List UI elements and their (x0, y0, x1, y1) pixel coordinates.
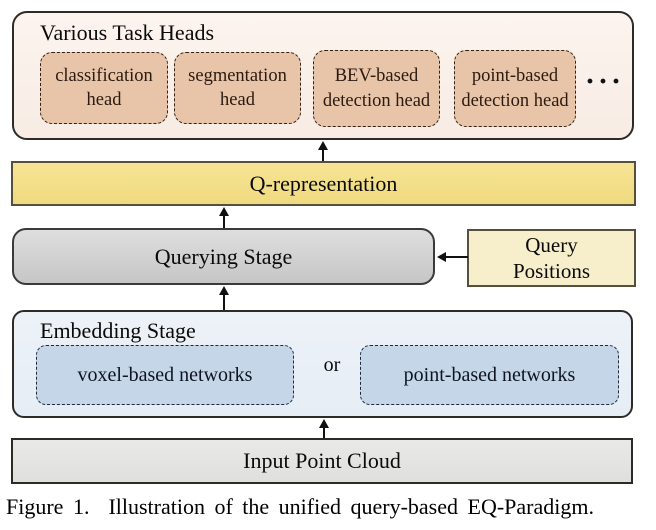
input-point-cloud-bar: Input Point Cloud (11, 438, 633, 484)
voxel-networks-label: voxel-based networks (77, 363, 253, 386)
query-positions-box: Query Positions (467, 229, 636, 287)
task-heads-container: Various Task Heads classification head s… (12, 11, 634, 140)
ellipsis-more-heads: ··· (585, 65, 625, 98)
arrow-querying-to-qrep (219, 207, 229, 230)
arrow-head-icon (318, 141, 328, 150)
arrow-input-to-embedding (319, 419, 329, 440)
querying-stage-label: Querying Stage (154, 243, 293, 269)
arrow-head-icon (219, 207, 229, 216)
arrow-qrep-to-heads (318, 141, 328, 163)
arrow-head-icon (219, 286, 229, 295)
classification-head-label: classification head (55, 65, 153, 110)
point-networks-box: point-based networks (360, 345, 619, 405)
input-point-cloud-label: Input Point Cloud (243, 448, 401, 473)
arrow-shaft (323, 428, 325, 440)
querying-stage-box: Querying Stage (12, 228, 435, 285)
arrow-head-icon (319, 419, 329, 428)
query-positions-label: Query Positions (512, 232, 591, 283)
or-label: or (323, 354, 341, 376)
figure-caption: Figure 1. Illustration of the unified qu… (6, 494, 594, 519)
arrow-shaft (446, 256, 468, 258)
segmentation-head-box: segmentation head (174, 52, 301, 124)
classification-head-box: classification head (40, 52, 168, 124)
embedding-stage-container: Embedding Stage voxel-based networks or … (12, 310, 633, 418)
point-networks-label: point-based networks (403, 363, 576, 386)
q-representation-label: Q-representation (249, 170, 398, 196)
task-heads-title: Various Task Heads (40, 20, 215, 45)
voxel-networks-box: voxel-based networks (36, 345, 294, 405)
embedding-stage-title: Embedding Stage (40, 318, 196, 343)
segmentation-head-label: segmentation head (188, 65, 287, 110)
bev-detection-head-box: BEV-based detection head (313, 50, 440, 127)
bev-detection-head-label: BEV-based detection head (322, 66, 431, 111)
point-detection-head-box: point-based detection head (454, 50, 576, 127)
arrow-querypos-to-querying (437, 252, 468, 262)
q-representation-bar: Q-representation (11, 161, 636, 206)
arrow-shaft (223, 295, 225, 312)
arrow-shaft (223, 216, 225, 230)
arrow-head-left-icon (437, 252, 446, 262)
arrow-shaft (322, 150, 324, 163)
point-detection-head-label: point-based detection head (461, 66, 569, 111)
arrow-embedding-to-querying (219, 286, 229, 312)
